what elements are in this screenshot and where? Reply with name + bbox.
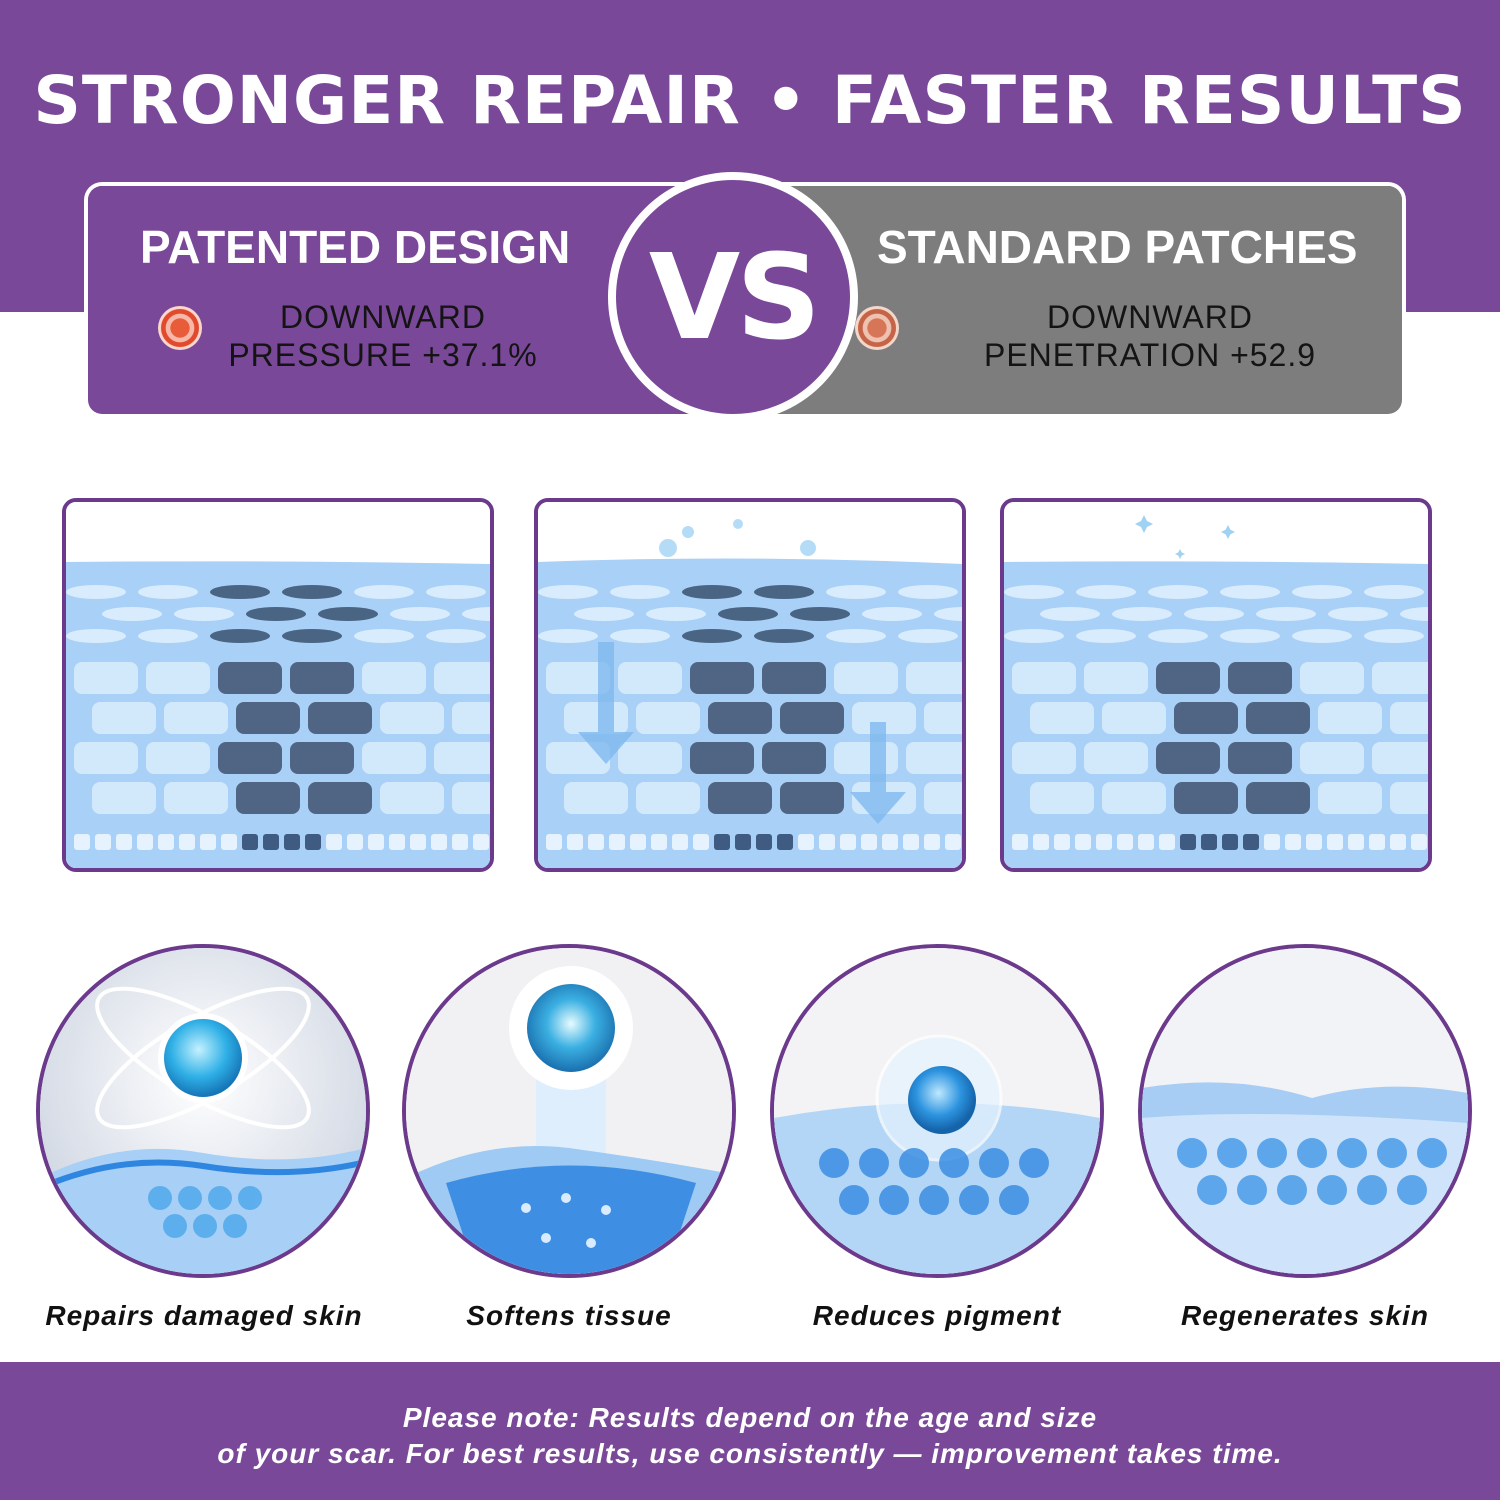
- benefit-image-soften: [402, 944, 736, 1278]
- standard-patches-stat: DOWNWARD PENETRATION +52.9: [983, 299, 1317, 373]
- skin-layer-illustration: [66, 502, 490, 868]
- benefit-image-pigment: [770, 944, 1104, 1278]
- patented-design-title: PATENTED DESIGN: [140, 221, 571, 273]
- benefit-caption: Repairs damaged skin: [45, 1300, 363, 1331]
- skin-layer-illustration: [538, 502, 962, 868]
- skin-layer-panel-1: [62, 498, 494, 872]
- vs-label: VS: [648, 228, 821, 366]
- skin-layer-illustration: [1004, 502, 1428, 868]
- target-dot-icon: [158, 306, 202, 350]
- benefit-caption: Reduces pigment: [812, 1300, 1062, 1331]
- skin-layer-panel-3: [1000, 498, 1432, 872]
- vs-badge: VS: [608, 172, 858, 422]
- skin-layer-panel-2: [534, 498, 966, 872]
- disclaimer-note: Please note: Results depend on the age a…: [217, 1402, 1283, 1469]
- benefit-image-regenerate: [1138, 944, 1472, 1278]
- benefit-caption: Softens tissue: [466, 1300, 672, 1331]
- headline: STRONGER REPAIR • FASTER RESULTS: [33, 62, 1467, 139]
- footer-band: [0, 1362, 1500, 1500]
- standard-patches-block: STANDARD PATCHES DOWNWARD PENETRATION +5…: [745, 186, 1402, 414]
- benefit-caption: Regenerates skin: [1181, 1300, 1429, 1331]
- standard-patches-title: STANDARD PATCHES: [877, 221, 1358, 273]
- patented-design-stat: DOWNWARD PRESSURE +37.1%: [228, 299, 538, 373]
- target-dot-icon: [855, 306, 899, 350]
- benefit-image-repair: [36, 944, 370, 1278]
